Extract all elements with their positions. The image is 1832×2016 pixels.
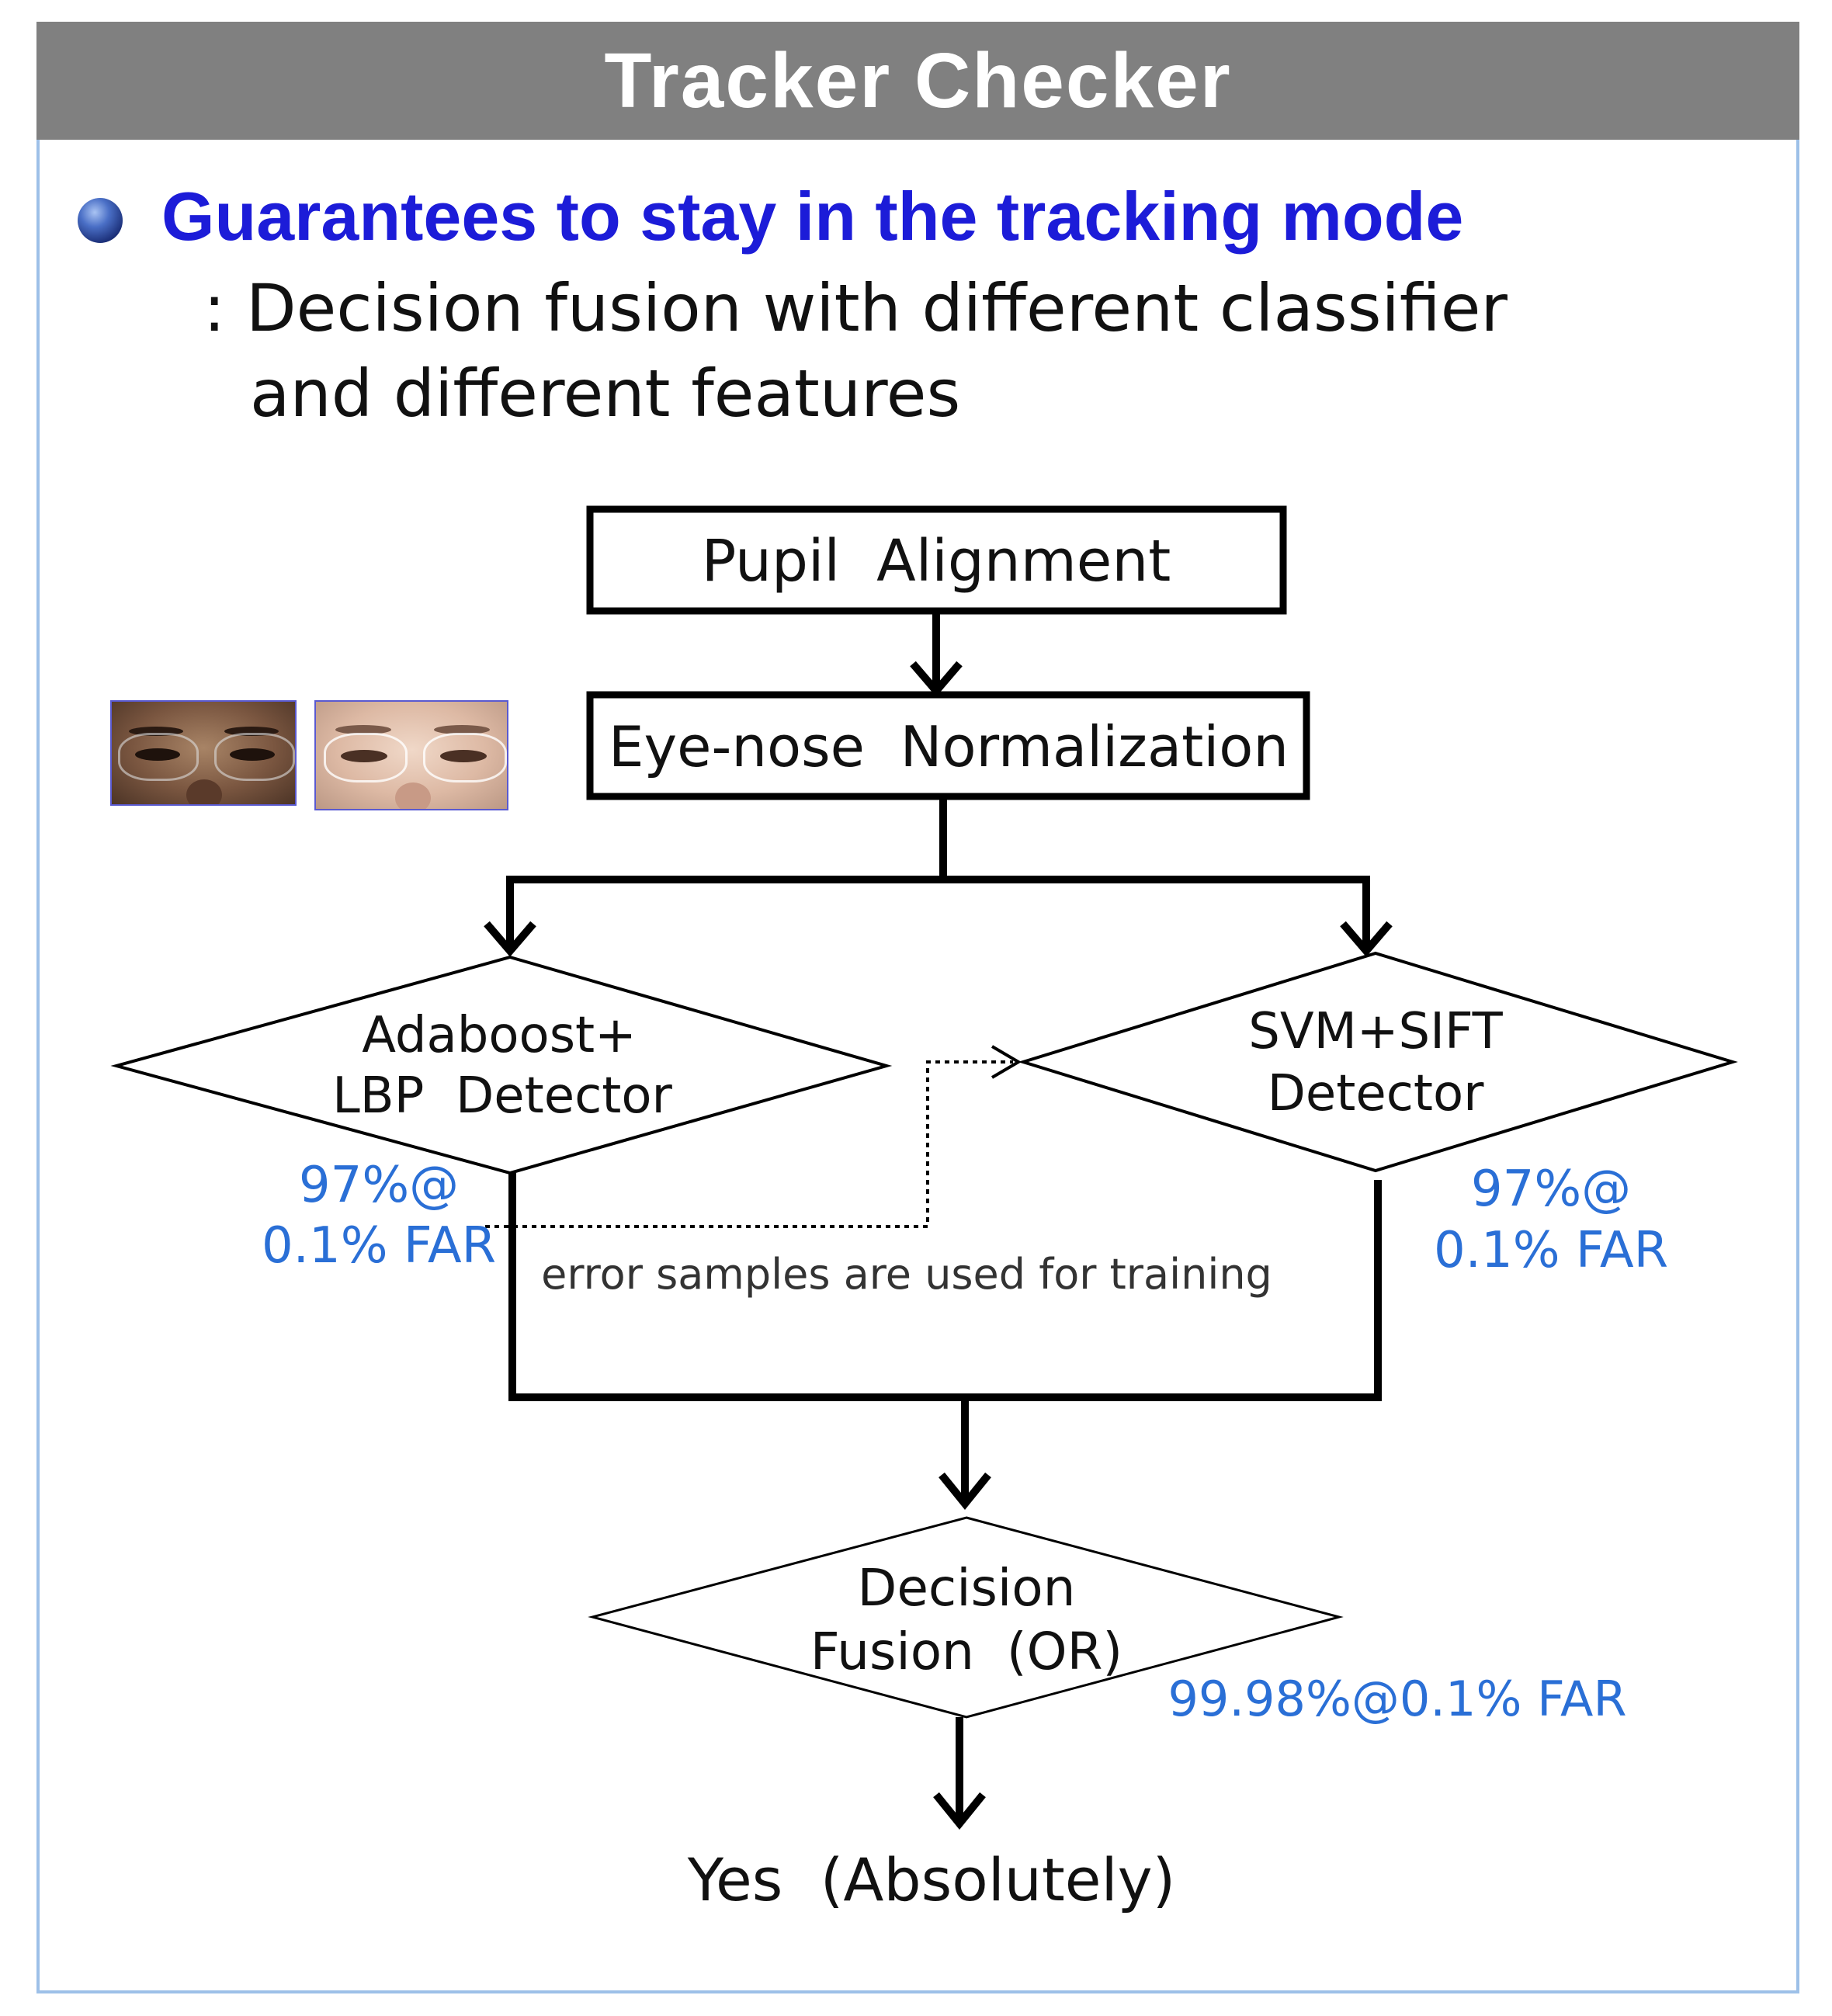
- pupil-alignment-label: Pupil Alignment: [702, 528, 1171, 595]
- right-accuracy-line-2: 0.1% FAR: [1434, 1222, 1668, 1279]
- svm-label-line-2: Detector: [1268, 1065, 1485, 1123]
- output-label: Yes (Absolutely): [687, 1845, 1176, 1914]
- arrowhead-right: [1340, 921, 1393, 957]
- eye-nose-normalization-label: Eye-nose Normalization: [609, 714, 1289, 779]
- fusion-label-line-2: Fusion (OR): [810, 1622, 1122, 1681]
- title-bar: Tracker Checker: [36, 22, 1799, 140]
- slide-title: Tracker Checker: [604, 36, 1232, 124]
- arrowhead-left: [484, 921, 536, 957]
- arrowhead-output: [933, 1792, 986, 1830]
- bullet-sub-line-1: : Decision fusion with different classif…: [203, 270, 1508, 346]
- fusion-accuracy: 99.98%@0.1% FAR: [1168, 1671, 1626, 1727]
- adaboost-label-line-1: Adaboost+: [362, 1007, 637, 1064]
- bullet-sub-line-2: and different features: [250, 356, 961, 432]
- left-accuracy-line-1: 97%@: [299, 1157, 459, 1214]
- bullet-main-text: Guarantees to stay in the tracking mode: [161, 178, 1464, 255]
- adaboost-label-line-2: LBP Detector: [332, 1067, 672, 1125]
- arrowhead-fusion: [939, 1472, 991, 1510]
- adaboost-lbp-diamond: [110, 955, 893, 1175]
- svm-sift-diamond: [1018, 951, 1738, 1173]
- error-samples-caption: error samples are used for training: [541, 1250, 1272, 1299]
- fusion-label-line-1: Decision: [858, 1558, 1076, 1618]
- bullet-icon: [78, 198, 123, 243]
- right-accuracy-line-1: 97%@: [1471, 1161, 1631, 1218]
- eye-sample-image-dark: [110, 700, 297, 806]
- eye-sample-image-light: [314, 700, 508, 810]
- left-accuracy-line-2: 0.1% FAR: [262, 1217, 496, 1275]
- error-sample-arrowhead: [991, 1045, 1022, 1079]
- arrowhead-1: [910, 661, 963, 697]
- error-sample-dotted-path: [485, 1060, 1013, 1228]
- decision-fusion-diamond: [588, 1516, 1344, 1719]
- svm-label-line-1: SVM+SIFT: [1248, 1003, 1503, 1060]
- eye-nose-normalization-box: [586, 691, 1310, 800]
